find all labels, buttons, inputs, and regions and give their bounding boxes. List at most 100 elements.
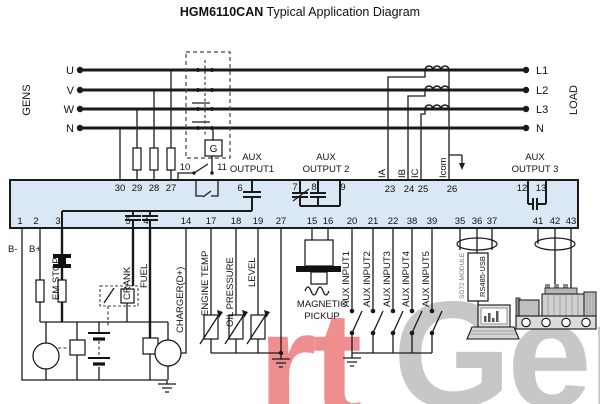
terminal-number: 9 bbox=[340, 182, 345, 193]
terminal-number: 1 bbox=[17, 216, 22, 227]
starter-motor-symbol bbox=[32, 342, 60, 370]
terminal-number: 27 bbox=[276, 216, 287, 227]
terminal-number: 18 bbox=[231, 216, 242, 227]
battery-symbol bbox=[88, 322, 110, 380]
controller-terminal-block bbox=[9, 179, 579, 229]
phase-label-n: N bbox=[66, 123, 74, 135]
terminal-number: 19 bbox=[253, 216, 264, 227]
resistive-sensors bbox=[199, 228, 290, 368]
terminal-number: 26 bbox=[447, 184, 458, 195]
phase-label-w: W bbox=[64, 104, 75, 116]
terminal-number: 3 bbox=[55, 216, 60, 227]
terminal-number: 7 bbox=[292, 182, 297, 193]
bottom-terminal-numbers: 1 2 3 5 4 14 17 18 19 27 15 16 20 21 22 … bbox=[17, 216, 576, 227]
shielded-cable-symbol bbox=[534, 237, 576, 251]
terminal-number: 16 bbox=[323, 216, 334, 227]
laptop-icon bbox=[466, 304, 520, 340]
terminal-number: 38 bbox=[407, 216, 418, 227]
terminal-number: 4 bbox=[143, 216, 148, 227]
aux-input1-label: AUX INPUT1 bbox=[341, 251, 352, 307]
aux-output2-label2: OUTPUT 2 bbox=[303, 164, 350, 175]
crank-relay-symbol bbox=[99, 285, 139, 326]
em-stop-label: EM STOP bbox=[51, 257, 62, 300]
watermark-red-part: rt bbox=[258, 280, 362, 404]
sg72-module-label: SG72 MODULE bbox=[459, 252, 466, 299]
ct-label-icom: Icom bbox=[438, 157, 449, 178]
title-text: Typical Application Diagram bbox=[266, 5, 421, 19]
phase-label-u: U bbox=[66, 65, 74, 77]
charger-label: CHARGER(D+) bbox=[175, 267, 186, 333]
breaker-g-symbol: G bbox=[210, 144, 218, 155]
ct-label-ic: IC bbox=[410, 168, 421, 178]
fuel-label: FUEL bbox=[139, 264, 150, 288]
load-side-label: LOAD bbox=[568, 85, 580, 115]
terminal-number: 36 bbox=[472, 216, 483, 227]
terminal-number: 43 bbox=[566, 216, 577, 227]
starter-solenoid-symbol bbox=[69, 339, 86, 356]
oil-pressure-label: OIL PRESSURE bbox=[225, 257, 236, 327]
terminal-number: 2 bbox=[33, 216, 38, 227]
crank-label: CRANK bbox=[122, 266, 133, 300]
terminal-number: 21 bbox=[368, 216, 379, 227]
terminal-number: 27 bbox=[166, 183, 177, 194]
fuse-symbol bbox=[57, 279, 67, 303]
aux-input3-label: AUX INPUT3 bbox=[382, 251, 393, 307]
terminal-number: 30 bbox=[115, 183, 126, 194]
terminal-number: 23 bbox=[385, 184, 396, 195]
aux-output3-label: AUX bbox=[525, 152, 545, 163]
aux-output3-label2: OUTPUT 3 bbox=[512, 164, 559, 175]
gens-side-label: GENS bbox=[21, 84, 33, 115]
magnetic-pickup-label2: PICKUP bbox=[304, 311, 339, 322]
diagram-title: HGM6110CAN Typical Application Diagram bbox=[0, 5, 600, 19]
title-model: HGM6110CAN bbox=[179, 5, 264, 19]
comm-wiring bbox=[456, 228, 576, 305]
terminal-number: 17 bbox=[206, 216, 217, 227]
aux-input5-label: AUX INPUT5 bbox=[421, 251, 432, 307]
magnetic-pickup-label: MAGNETIC bbox=[297, 299, 347, 310]
magnetic-pickup-symbol bbox=[296, 228, 341, 296]
load-label-l2: L2 bbox=[536, 85, 548, 97]
fuse-symbol bbox=[166, 147, 176, 171]
fuse-symbol bbox=[35, 279, 45, 303]
terminal-number: 37 bbox=[487, 216, 498, 227]
panel-inner-wiring bbox=[61, 180, 547, 228]
current-transformers: IA IB IC Icom bbox=[377, 65, 465, 180]
terminal-number: 12 bbox=[517, 183, 528, 194]
ct-label-ib: IB bbox=[397, 169, 408, 178]
load-label-n: N bbox=[536, 123, 544, 135]
load-label-l1: L1 bbox=[536, 65, 548, 77]
voltage-sense-wiring bbox=[119, 70, 176, 180]
battery-pos-label: B+ bbox=[29, 244, 41, 255]
ct-label-ia: IA bbox=[377, 168, 388, 178]
load-label-l3: L3 bbox=[536, 104, 548, 116]
top-terminal-numbers: 30 29 28 27 6 7 8 9 23 24 25 26 12 13 bbox=[115, 182, 547, 195]
terminal-10: 10 bbox=[180, 162, 191, 173]
terminal-number: 6 bbox=[237, 183, 242, 194]
charge-alternator-symbol bbox=[154, 339, 182, 367]
aux-input4-label: AUX INPUT4 bbox=[401, 251, 412, 307]
fuse-symbol bbox=[149, 147, 159, 171]
aux-input-switches bbox=[343, 228, 443, 367]
emergency-stop-button bbox=[53, 254, 71, 268]
shielded-cable-symbol bbox=[456, 237, 498, 251]
terminal-number: 24 bbox=[404, 184, 415, 195]
terminal-number: 22 bbox=[388, 216, 399, 227]
genset-icon bbox=[515, 284, 597, 330]
terminal-11: 11 bbox=[217, 162, 227, 173]
aux-output2-label: AUX bbox=[316, 152, 336, 163]
power-bus bbox=[76, 66, 530, 132]
aux-output1-label: AUX bbox=[242, 152, 262, 163]
terminal-number: 5 bbox=[125, 216, 130, 227]
terminal-number: 8 bbox=[311, 182, 316, 193]
terminal-number: 14 bbox=[181, 216, 192, 227]
terminal-number: 20 bbox=[347, 216, 358, 227]
terminal-number: 41 bbox=[533, 216, 544, 227]
terminal-number: 42 bbox=[550, 216, 561, 227]
terminal-number: 28 bbox=[149, 183, 160, 194]
battery-neg-label: B- bbox=[8, 244, 18, 255]
terminal-number: 25 bbox=[418, 184, 429, 195]
terminal-number: 29 bbox=[132, 183, 143, 194]
rs485-usb-label: RS485-USB bbox=[478, 256, 487, 297]
dc-supply-circuit bbox=[21, 228, 187, 393]
phase-label-v: V bbox=[67, 85, 75, 97]
